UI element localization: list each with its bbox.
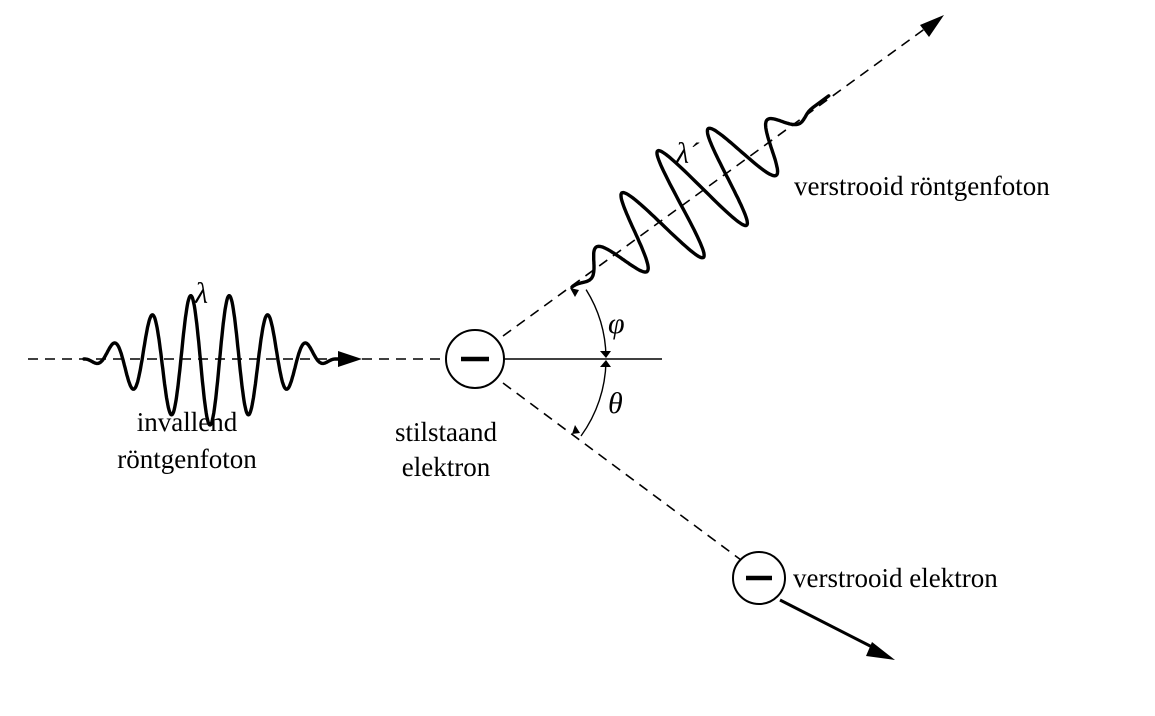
scattered-photon-label: verstrooid röntgenfoton	[794, 171, 1050, 201]
stationary-electron-label-line1: stilstaand	[395, 417, 497, 447]
angle-theta-arc-end-arrow-icon	[572, 425, 580, 434]
incident-wave-packet	[82, 294, 356, 427]
scattered-photon-arrow-icon	[920, 15, 944, 37]
angle-theta-label: θ	[608, 387, 623, 420]
scattered-electron-label: verstrooid elektron	[793, 563, 998, 593]
scattered-electron	[732, 551, 786, 605]
scattered-electron-direction-line	[502, 382, 742, 561]
incident-photon-label-line2: röntgenfoton	[117, 444, 257, 474]
scattered-wave-packet	[570, 94, 831, 289]
stationary-electron-label-line2: elektron	[402, 452, 491, 482]
angle-phi-arc	[585, 289, 607, 357]
angle-theta-arc	[580, 361, 607, 437]
incident-photon-label-line1: invallend	[137, 407, 238, 437]
scattered-wavelength-label: λ´	[675, 137, 700, 170]
incident-wavelength-label: λ	[194, 277, 208, 310]
angle-phi-label: φ	[608, 307, 625, 340]
angle-phi-arc-start-arrow-icon	[570, 288, 579, 297]
stationary-electron	[445, 329, 505, 389]
scattered-electron-arrow-icon	[866, 642, 895, 660]
angle-theta-arc-start-arrow-icon	[600, 360, 611, 367]
scattered-electron-motion-line	[779, 598, 879, 652]
angle-phi-arc-end-arrow-icon	[600, 351, 611, 358]
